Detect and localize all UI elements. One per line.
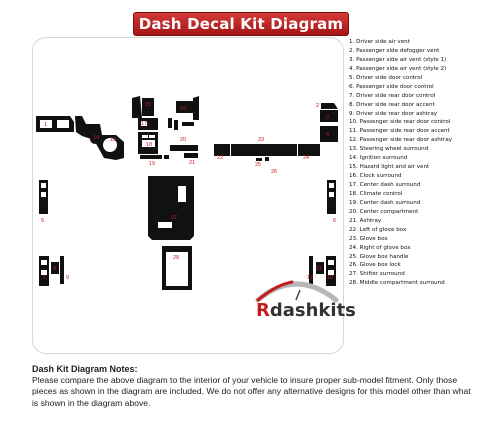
part-6: 6 <box>327 180 336 224</box>
legend-item: 11. Passenger side rear door accent <box>349 128 450 135</box>
legend-item: 27. Shifter surround <box>349 271 405 278</box>
label-13: 13 <box>110 137 116 143</box>
part-2: 2 <box>316 103 338 109</box>
part-28: 28 <box>162 246 192 290</box>
part-10: 10 <box>326 256 336 286</box>
legend-item: 14. Ignition surround <box>349 155 408 162</box>
legend-item: 3. Passenger side air vent (style 1) <box>349 56 447 63</box>
legend-item: 8. Driver side rear door accent <box>349 101 435 108</box>
label-5: 5 <box>41 218 44 224</box>
legend-item: 1. Driver side air vent <box>349 39 410 45</box>
part-16: 16 <box>176 96 199 120</box>
label-2: 2 <box>316 103 319 109</box>
part-9: 9 <box>60 256 69 284</box>
legend-item: 22. Left of glove box <box>349 226 407 233</box>
part-26: 26 <box>265 157 277 175</box>
part-23: 23 <box>231 137 297 156</box>
label-17: 17 <box>141 121 147 127</box>
label-12: 12 <box>307 275 313 281</box>
label-9: 9 <box>66 275 69 281</box>
brand-name: dashkits <box>269 300 356 321</box>
part-22: 22 <box>214 144 230 161</box>
label-24: 24 <box>303 155 309 161</box>
legend-item: 28. Middle compartment surround <box>349 280 445 287</box>
part-18: 18 <box>138 132 158 154</box>
part-12: 12 <box>307 256 313 284</box>
notes-text: Please compare the above diagram to the … <box>32 375 471 408</box>
part-14: 14 <box>90 134 100 144</box>
label-20: 20 <box>180 137 186 143</box>
part-3: 3 <box>320 110 338 122</box>
label-26: 26 <box>271 169 277 175</box>
part-20: 20 <box>168 118 198 151</box>
legend-item: 21. Ashtray <box>349 217 382 224</box>
part-15: 15 <box>132 96 154 118</box>
legend-item: 12. Passenger side rear door ashtray <box>349 137 453 144</box>
notes-title: Dash Kit Diagram Notes: <box>32 364 138 374</box>
legend-item: 7. Driver side rear door control <box>349 92 436 99</box>
legend-item: 16. Clock surround <box>349 173 402 180</box>
label-27: 27 <box>171 215 177 221</box>
label-23: 23 <box>258 137 264 143</box>
legend-item: 26. Glove box lock <box>349 262 401 269</box>
legend-item: 25. Glove box handle <box>349 253 409 260</box>
part-5: 5 <box>39 180 48 224</box>
label-16: 16 <box>180 106 186 112</box>
label-19: 19 <box>149 161 155 167</box>
legend-item: 10. Passenger side rear door control <box>349 119 451 126</box>
brand-logo: Rdashkits <box>256 300 356 321</box>
brand-logo-swoosh <box>255 280 339 303</box>
label-18: 18 <box>146 142 152 148</box>
legend-item: 15. Hazard light and air vent <box>349 164 430 171</box>
legend-item: 19. Center dash surround <box>349 199 421 206</box>
diagram-panel <box>32 37 344 354</box>
legend-item: 24. Right of glove box <box>349 244 411 251</box>
parts-legend: 1. Driver side air vent 2. Passenger sid… <box>349 38 452 288</box>
label-11: 11 <box>316 266 322 272</box>
legend-item: 4. Passenger side air vent (style 2) <box>349 65 447 72</box>
label-14: 14 <box>93 135 99 141</box>
part-11: 11 <box>316 262 324 274</box>
legend-item: 5. Driver side door control <box>349 74 423 81</box>
part-27: 27 <box>148 176 194 240</box>
legend-item: 13. Steering wheel surround <box>349 146 429 153</box>
label-1: 1 <box>44 122 47 128</box>
label-6: 6 <box>333 218 336 224</box>
label-3: 3 <box>326 115 329 121</box>
label-28: 28 <box>173 255 179 261</box>
legend-item: 17. Center dash surround <box>349 182 421 188</box>
label-7: 7 <box>43 275 46 281</box>
legend-item: 6. Passenger side door control <box>349 83 434 90</box>
title-banner: Dash Decal Kit Diagram <box>133 12 349 36</box>
part-25: 25 <box>255 158 262 168</box>
part-19: 19 <box>140 155 169 167</box>
label-15: 15 <box>145 102 151 108</box>
label-25: 25 <box>255 162 261 168</box>
legend-item: 20. Center compartment <box>349 208 419 215</box>
label-22: 22 <box>217 155 223 161</box>
label-21: 21 <box>189 160 195 166</box>
part-17: 17 <box>138 118 158 130</box>
part-8: 8 <box>51 262 59 274</box>
label-4: 4 <box>326 132 329 138</box>
diagram-title: Dash Decal Kit Diagram <box>138 15 344 33</box>
label-8: 8 <box>53 266 56 272</box>
part-24: 24 <box>298 144 320 161</box>
part-4: 4 <box>320 126 338 142</box>
legend-item: 23. Glove box <box>349 235 388 242</box>
legend-item: 9. Driver side rear door ashtray <box>349 110 438 117</box>
legend-item: 18. Climate control <box>349 190 403 197</box>
part-1: 1 <box>36 116 74 132</box>
brand-prefix: R <box>256 300 270 321</box>
legend-item: 2. Passenger side defogger vent <box>349 47 440 54</box>
label-10: 10 <box>327 275 333 281</box>
part-7: 7 <box>39 256 49 286</box>
part-21: 21 <box>184 153 198 166</box>
